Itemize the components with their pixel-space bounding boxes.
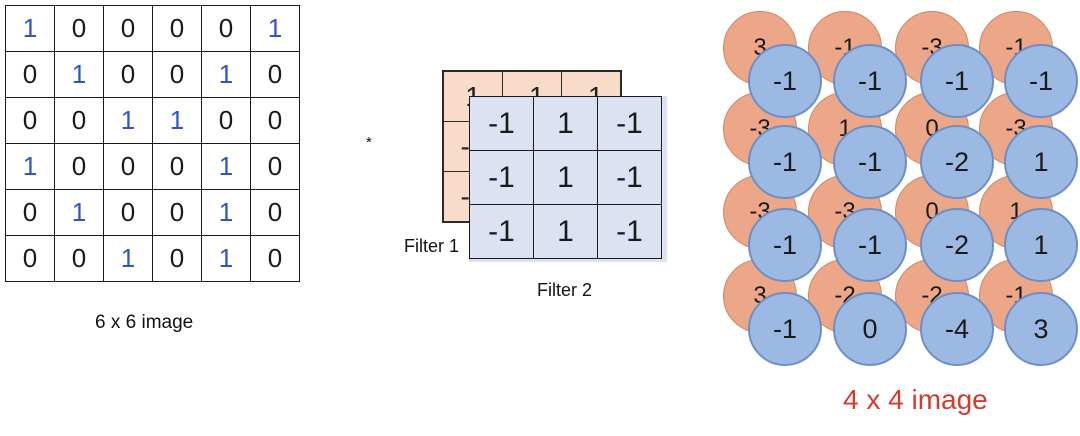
image-cell: 1 — [54, 189, 104, 236]
image-cell: 0 — [152, 51, 202, 98]
image-cell: 0 — [250, 51, 300, 98]
image-cell: 0 — [152, 189, 202, 236]
filter2-output-value: -1 — [748, 44, 822, 118]
filter2-output-value: -1 — [833, 208, 907, 282]
image-cell: 0 — [5, 51, 55, 98]
filter2-cell: -1 — [597, 96, 662, 151]
image-cell: 0 — [250, 143, 300, 190]
filter2-output-value: -2 — [920, 125, 994, 199]
image-cell: 0 — [103, 189, 153, 236]
filter2-cell: 1 — [533, 204, 598, 259]
image-cell: 0 — [54, 97, 104, 144]
filter2-cell: -1 — [469, 96, 534, 151]
image-cell: 1 — [103, 97, 153, 144]
image-cell: 0 — [54, 5, 104, 52]
image-cell: 1 — [152, 97, 202, 144]
filter2-output-value: -1 — [748, 208, 822, 282]
image-cell: 0 — [103, 143, 153, 190]
image-cell: 1 — [250, 5, 300, 52]
filter2-cell: -1 — [597, 204, 662, 259]
image-cell: 0 — [152, 5, 202, 52]
image-cell: 0 — [250, 189, 300, 236]
filter2-output-value: -1 — [833, 125, 907, 199]
image-cell: 1 — [103, 235, 153, 282]
filter2-output-value: 0 — [833, 292, 907, 366]
image-caption: 6 x 6 image — [95, 312, 194, 333]
filter2-output-value: -1 — [748, 125, 822, 199]
filter2-cell: -1 — [469, 204, 534, 259]
image-cell: 0 — [152, 235, 202, 282]
filter2-cell: 1 — [533, 96, 598, 151]
filter2-output-value: -1 — [920, 44, 994, 118]
filter2-output-value: -2 — [920, 208, 994, 282]
image-cell: 0 — [5, 235, 55, 282]
convolution-operator: * — [366, 134, 372, 151]
filter2-label: Filter 2 — [537, 280, 593, 300]
image-cell: 1 — [5, 5, 55, 52]
filter2-cell: -1 — [597, 150, 662, 205]
image-cell: 0 — [201, 97, 251, 144]
image-cell: 1 — [201, 235, 251, 282]
filter2-output-value: 1 — [1004, 125, 1078, 199]
filter2-output-value: 1 — [1004, 208, 1078, 282]
image-cell: 0 — [103, 51, 153, 98]
image-cell: 0 — [54, 143, 104, 190]
filter2-output-value: -1 — [833, 44, 907, 118]
output-caption: 4 x 4 image — [843, 384, 988, 415]
filter2-output-value: 3 — [1004, 292, 1078, 366]
filter2-output-value: -4 — [920, 292, 994, 366]
filter2-cell: 1 — [533, 150, 598, 205]
image-cell: 0 — [5, 189, 55, 236]
filter2-output-value: -1 — [1004, 44, 1078, 118]
image-cell: 1 — [54, 51, 104, 98]
filter2-output-value: -1 — [748, 292, 822, 366]
image-cell: 0 — [250, 235, 300, 282]
filter1-label: Filter 1 — [404, 236, 460, 256]
